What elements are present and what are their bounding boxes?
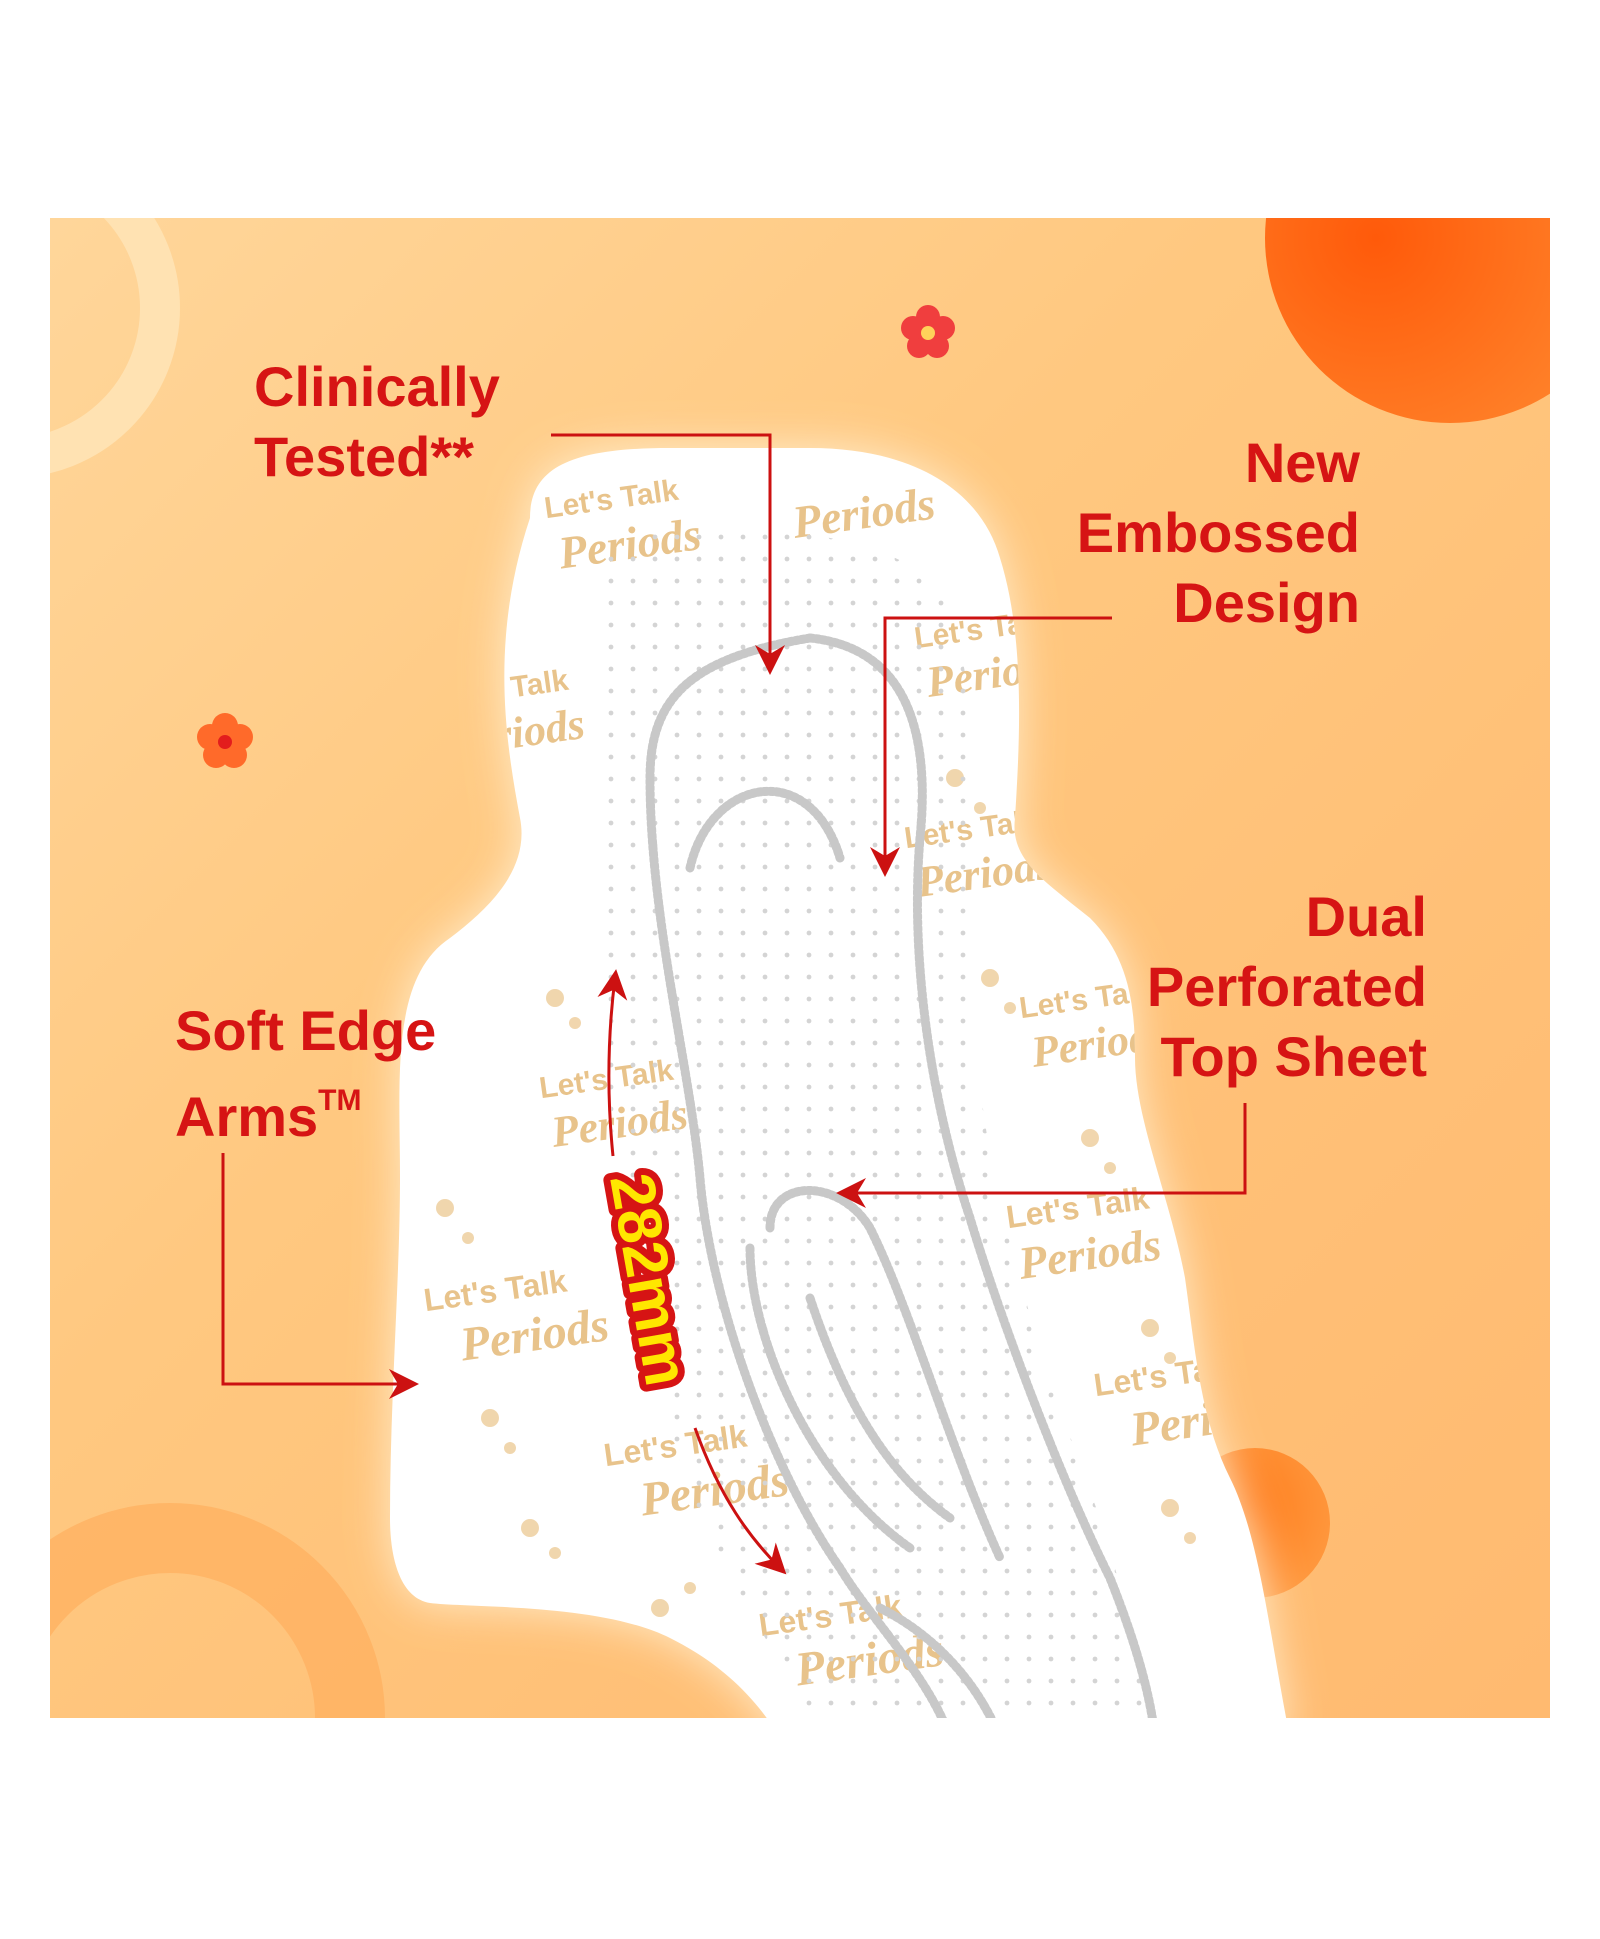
arrow-length-up (597, 969, 628, 1157)
deco-ring-top-left (50, 218, 180, 474)
pad-illustration: Let's Talk Periods Periods Let's Talk Pe… (50, 218, 1550, 1718)
soft-edge-arms-text: Soft Edge Arms (175, 999, 437, 1148)
arrow-soft-edge-arms (221, 1153, 419, 1399)
arrow-dual-perforated (836, 1103, 1247, 1208)
callout-embossed-design: New Embossed Design (1076, 431, 1360, 634)
trademark-mark: TM (318, 1084, 362, 1117)
deco-ring-bottom-left (50, 1503, 385, 1718)
embossed-channels (645, 633, 1160, 1718)
arrow-clinically-tested (551, 433, 785, 675)
arrow-length-down (693, 1427, 787, 1575)
arrow-embossed-design (870, 616, 1112, 877)
perforated-top-sheet (592, 528, 1160, 1718)
callout-soft-edge-arms: Soft Edge ArmsTM (175, 996, 535, 1152)
deco-circle-top-right (1265, 218, 1550, 423)
flower-icon (901, 305, 955, 358)
callout-clinically-tested: Clinically Tested** (254, 355, 500, 488)
callout-arrows (221, 433, 1247, 1575)
product-infographic: Let's Talk Periods Periods Let's Talk Pe… (50, 218, 1550, 1718)
floral-flourish-pattern (436, 639, 1196, 1617)
callout-dual-perforated: Dual Perforated Top Sheet (1146, 885, 1427, 1088)
flower-icon (197, 713, 253, 768)
